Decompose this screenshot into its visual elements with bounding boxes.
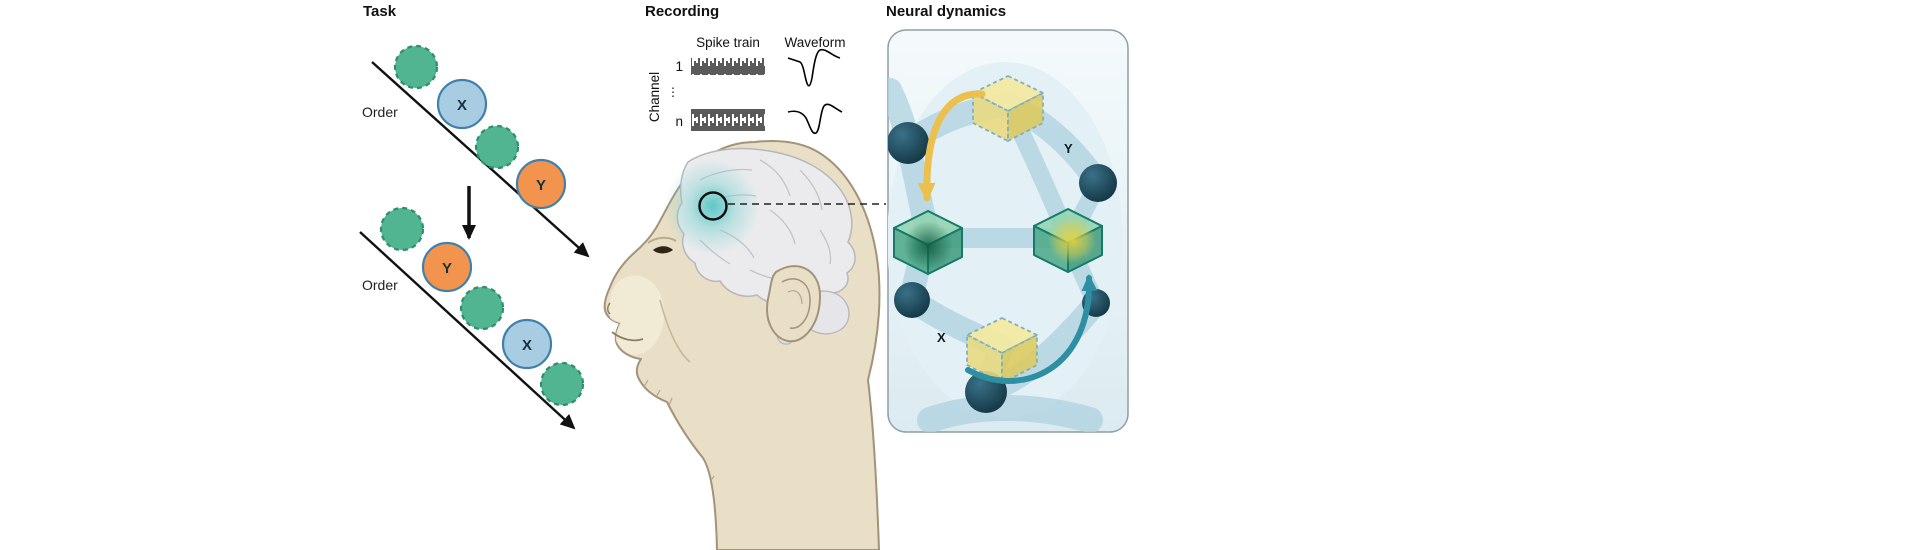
node-sphere [888,122,929,164]
monkey-illustration [603,140,886,550]
spike-train-channel-n [691,109,765,131]
nostril [607,302,611,315]
brow-line [647,236,677,244]
recording-site-glow-core [691,184,735,228]
item-y-label: Y [442,260,452,277]
item-x-circle [501,318,553,370]
channel-axis-label: Channel [647,72,662,122]
monkey-eye [653,246,673,254]
recording-site-circle [698,191,728,221]
sequence2-items: Y X [379,206,585,407]
sequence2-order-arrow [359,231,576,430]
state-cube-green-right [1033,208,1103,273]
sequence2-order-label: Order [362,277,398,293]
monkey-face-shading [609,275,715,486]
neural-panel-title: Neural dynamics [886,3,1006,20]
state-cube-green-left [893,210,963,275]
distractor-circle [459,285,505,331]
task-panel-title: Task [363,3,397,20]
spike-train-label: Spike train [696,35,760,50]
state-cube-y [972,75,1044,142]
transition-arrow-teal [965,274,1098,384]
monkey-face-features [607,236,677,342]
waveform-channel-1 [787,48,841,87]
recording-panel: Recording Spike train Waveform Channel 1… [603,3,886,550]
neural-manifold: Y X [888,62,1123,432]
waveform-channel-n [787,103,843,135]
waveform-label: Waveform [784,35,845,50]
sequence1-order-label: Order [362,104,398,120]
task-panel: Task Order X Y Order Y X [359,3,590,430]
item-y-circle [515,158,567,210]
neural-dynamics-panel: Neural dynamics [886,3,1129,433]
item-x-circle [436,78,488,130]
sequence1-items: X Y [393,44,567,210]
distractor-circle [539,361,585,407]
item-y-circle [421,241,473,293]
distractor-circle [474,124,520,170]
mouth-line [611,331,644,342]
node-sphere [894,282,930,318]
state-x-label: X [937,330,946,345]
distractor-circle [393,44,439,90]
channel-ellipsis: ⋮ [667,85,679,99]
node-sphere [1079,164,1117,202]
distractor-circle [379,206,425,252]
item-x-label: X [457,97,467,114]
monkey-ear [766,265,822,343]
channel-n-label: n [675,114,683,129]
transition-arrow-yellow [917,90,986,202]
recording-panel-title: Recording [645,3,719,20]
item-y-label: Y [536,177,546,194]
state-y-label: Y [1064,141,1073,156]
state-cube-x [966,317,1038,384]
channel-1-label: 1 [675,59,683,74]
item-x-label: X [522,337,532,354]
spike-train-channel-1 [691,58,765,75]
